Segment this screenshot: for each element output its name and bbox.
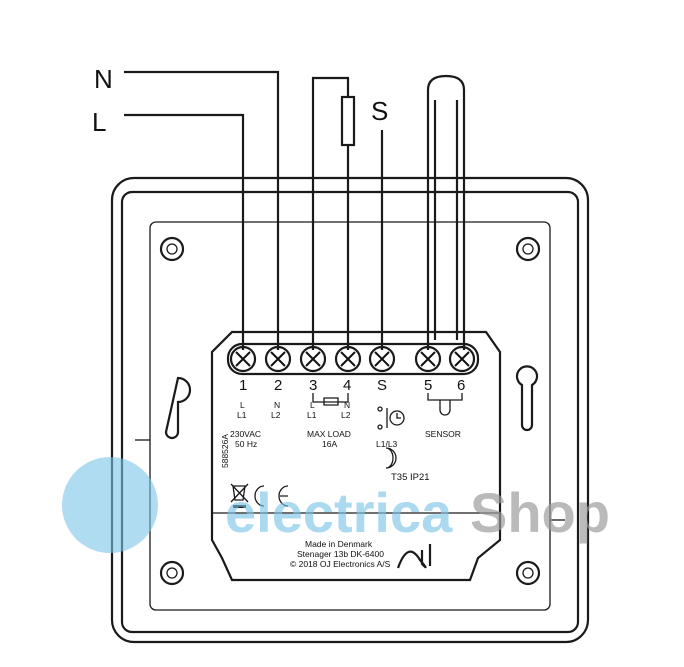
terminal-block — [226, 342, 480, 376]
watermark: electrica Shop — [62, 457, 610, 553]
t2-sub1: N — [274, 400, 280, 410]
weee-icon — [230, 483, 249, 508]
address-label: Stenager 13b DK-6400 — [297, 549, 384, 559]
oj-logo-icon — [396, 544, 432, 569]
load-resistor-icon — [340, 95, 356, 147]
sensor-symbol-icon — [427, 393, 463, 416]
wire-label-s: S — [371, 96, 388, 126]
rating-label: T35 IP21 — [391, 472, 430, 483]
part-number: 588526A — [220, 434, 230, 468]
max-load-label: MAX LOAD — [307, 429, 351, 439]
ce-mark-c-icon — [254, 485, 265, 507]
mounting-plate — [149, 221, 551, 611]
clock-icon — [377, 406, 405, 430]
terminal-5-label: 5 — [424, 377, 432, 394]
terminal-s-label: S — [377, 377, 387, 394]
made-in-label: Made in Denmark — [305, 539, 373, 549]
t4-sub2: L2 — [341, 410, 351, 420]
terminal-3-label: 3 — [309, 377, 317, 394]
max-load-value: 16A — [322, 439, 337, 449]
t2-sub2: L2 — [271, 410, 281, 420]
terminal-4-label: 4 — [343, 377, 351, 394]
terminal-1-label: 1 — [239, 377, 247, 394]
floor-sensor-probe — [426, 74, 466, 350]
line-wire — [124, 113, 245, 350]
wire-label-n: N — [94, 64, 113, 94]
wire-label-l: L — [92, 107, 106, 137]
neutral-wire — [124, 70, 280, 350]
outer-frame — [110, 176, 590, 644]
t1-sub2: L1 — [237, 410, 247, 420]
sensor-label: SENSOR — [425, 429, 461, 439]
load-symbol-icon — [312, 393, 349, 406]
thermostat-module — [210, 330, 502, 582]
moon-icon — [385, 447, 397, 469]
terminal-6-label: 6 — [457, 377, 465, 394]
inner-frame — [120, 190, 580, 634]
t3-sub2: L1 — [307, 410, 317, 420]
supply-frequency: 50 Hz — [235, 439, 257, 449]
watermark-part1: electrica — [225, 481, 453, 544]
t3-sub1: L — [310, 400, 315, 410]
s-mode-label: L1/L3 — [376, 439, 398, 449]
watermark-part2: Shop — [470, 481, 610, 544]
load-wire — [311, 76, 350, 350]
screw-holes — [159, 236, 541, 586]
ce-mark-e-icon — [278, 485, 289, 507]
supply-voltage: 230VAC — [230, 429, 261, 439]
terminal-2-label: 2 — [274, 377, 282, 394]
t4-sub1: N — [344, 400, 350, 410]
t1-sub1: L — [240, 400, 245, 410]
copyright-label: © 2018 OJ Electronics A/S — [290, 559, 391, 569]
